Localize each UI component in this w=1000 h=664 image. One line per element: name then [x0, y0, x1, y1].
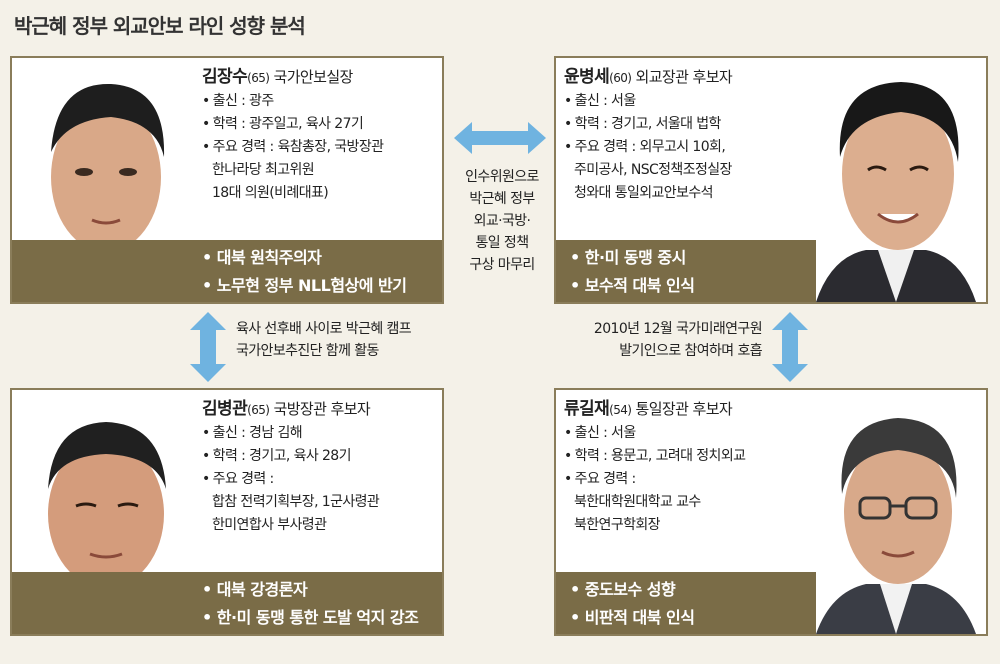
career-text: 주요 경력 : 외무고시 10회, [564, 139, 726, 155]
double-arrow-icon [454, 122, 546, 154]
connector-line: 2010년 12월 국가미래연구원 [593, 321, 763, 337]
trait-item: 한·미 동맹 통한 도발 억지 강조 [202, 604, 442, 632]
double-arrow-icon [772, 312, 808, 382]
career-text: 주요 경력 : [202, 471, 274, 487]
profile-card-kim-byunggwan: 김병관(65) 국방장관 후보자 출신 : 경남 김해 학력 : 경기고, 육사… [10, 388, 444, 636]
trait-item: 노무현 정부 NLL협상에 반기 [202, 272, 442, 300]
education-text: 학력 : 경기고, 서울대 법학 [564, 116, 721, 132]
education-text: 학력 : 광주일고, 육사 27기 [202, 116, 364, 132]
trait-item: 비판적 대북 인식 [570, 604, 816, 632]
career-text: 한나라당 최고위원 [212, 162, 315, 178]
double-arrow-icon [190, 312, 226, 382]
person-name: 윤병세 [564, 67, 610, 87]
person-role: 외교장관 후보자 [635, 68, 733, 86]
career-text: 한미연합사 부사령관 [212, 517, 327, 533]
trait-band: 중도보수 성향 비판적 대북 인식 [556, 572, 816, 634]
trait-item: 중도보수 성향 [570, 576, 816, 604]
profile-card-yoon-byungse: 윤병세(60) 외교장관 후보자 출신 : 서울 학력 : 경기고, 서울대 법… [554, 56, 988, 304]
portrait-photo [806, 394, 986, 634]
connector-line: 육사 선후배 사이로 박근혜 캠프 [236, 321, 412, 337]
career-text: 18대 의원(비례대표) [212, 185, 329, 201]
trait-item: 한·미 동맹 중시 [570, 244, 816, 272]
person-age: (54) [609, 403, 632, 417]
origin-text: 출신 : 경남 김해 [202, 425, 303, 441]
career-text: 주요 경력 : 육참총장, 국방장관 [202, 139, 384, 155]
person-role: 통일장관 후보자 [635, 400, 733, 418]
connector-line: 통일 정책 [475, 235, 530, 251]
connector-line: 국가안보추진단 함께 활동 [236, 343, 379, 359]
trait-item: 보수적 대북 인식 [570, 272, 816, 300]
origin-text: 출신 : 광주 [202, 93, 274, 109]
trait-band: 한·미 동맹 중시 보수적 대북 인식 [556, 240, 816, 302]
career-text: 합참 전력기획부장, 1군사령관 [212, 494, 380, 510]
person-role: 국방장관 후보자 [273, 400, 371, 418]
connector-text-right: 2010년 12월 국가미래연구원 발기인으로 참여하며 호흡 [552, 318, 763, 362]
person-name: 김장수 [202, 67, 248, 87]
origin-text: 출신 : 서울 [564, 425, 636, 441]
trait-item: 대북 원칙주의자 [202, 244, 442, 272]
connector-text-top: 인수위원으로 박근혜 정부 외교·국방· 통일 정책 구상 마무리 [454, 166, 550, 276]
education-text: 학력 : 경기고, 육사 28기 [202, 448, 352, 464]
connector-text-left: 육사 선후배 사이로 박근혜 캠프 국가안보추진단 함께 활동 [236, 318, 412, 362]
profile-card-kim-jangsoo: 김장수(65) 국가안보실장 출신 : 광주 학력 : 광주일고, 육사 27기… [10, 56, 444, 304]
person-name: 류길재 [564, 399, 610, 419]
education-text: 학력 : 용문고, 고려대 정치외교 [564, 448, 746, 464]
career-text: 북한연구학회장 [574, 517, 661, 533]
origin-text: 출신 : 서울 [564, 93, 636, 109]
connector-line: 외교·국방· [473, 213, 531, 229]
trait-item: 대북 강경론자 [202, 576, 442, 604]
portrait-photo [806, 62, 986, 302]
connector-line: 박근혜 정부 [469, 191, 535, 207]
connector-line: 발기인으로 참여하며 호흡 [619, 343, 762, 359]
person-age: (60) [609, 71, 632, 85]
person-age: (65) [247, 71, 270, 85]
career-text: 주요 경력 : [564, 471, 636, 487]
career-text: 북한대학원대학교 교수 [574, 494, 701, 510]
career-text: 주미공사, NSC정책조정실장 [574, 162, 732, 178]
connector-line: 구상 마무리 [469, 257, 535, 273]
person-age: (65) [247, 403, 270, 417]
connector-line: 인수위원으로 [465, 169, 539, 185]
person-role: 국가안보실장 [273, 68, 354, 86]
person-name: 김병관 [202, 399, 248, 419]
career-text: 청와대 통일외교안보수석 [574, 185, 714, 201]
trait-band: 대북 강경론자 한·미 동맹 통한 도발 억지 강조 [12, 572, 442, 634]
profile-card-ryu-giljae: 류길재(54) 통일장관 후보자 출신 : 서울 학력 : 용문고, 고려대 정… [554, 388, 988, 636]
trait-band: 대북 원칙주의자 노무현 정부 NLL협상에 반기 [12, 240, 442, 302]
page-title: 박근혜 정부 외교안보 라인 성향 분석 [14, 14, 306, 38]
